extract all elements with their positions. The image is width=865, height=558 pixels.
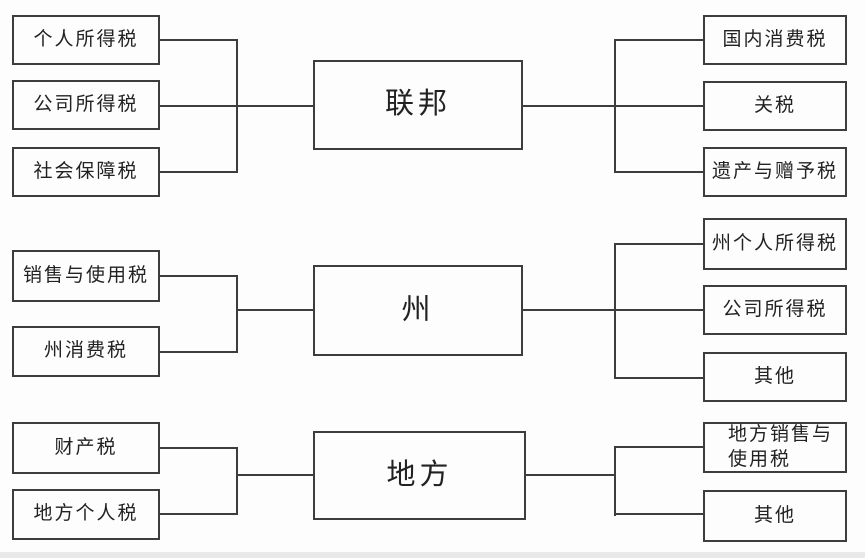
node-property-tax: 财产税: [12, 422, 160, 474]
connector-line: [614, 243, 703, 245]
connector-line: [160, 39, 237, 41]
node-state: 州: [313, 265, 523, 356]
connector-line: [160, 275, 237, 277]
connector-line: [236, 474, 313, 476]
connector-line: [160, 171, 237, 173]
node-state-personal-income-tax: 州个人所得税: [703, 218, 847, 270]
node-state-other: 其他: [703, 352, 847, 402]
node-customs-duty: 关税: [703, 81, 847, 131]
node-sales-use-tax: 销售与使用税: [12, 250, 160, 302]
connector-line: [160, 351, 237, 353]
node-federal: 联邦: [313, 60, 523, 150]
connector-line: [614, 243, 616, 379]
node-local-other: 其他: [703, 490, 847, 542]
connector-line: [236, 447, 238, 515]
node-corporate-income-tax: 公司所得税: [12, 80, 160, 130]
connector-line: [614, 39, 703, 41]
connector-line: [614, 446, 703, 448]
connector-line: [614, 39, 616, 173]
connector-line: [236, 275, 238, 353]
connector-line: [614, 377, 703, 379]
node-domestic-excise-tax: 国内消费税: [703, 15, 847, 65]
connector-line: [160, 513, 237, 515]
connector-line: [160, 447, 237, 449]
image-bottom-edge: [0, 552, 865, 558]
connector-line: [614, 446, 616, 516]
connector-line: [523, 105, 703, 107]
node-local-sales-use-tax: 地方销售与 使用税: [703, 422, 847, 473]
node-personal-income-tax: 个人所得税: [12, 15, 160, 65]
node-estate-gift-tax: 遗产与赠予税: [703, 147, 847, 197]
connector-line: [614, 513, 703, 515]
node-state-corporate-income-tax: 公司所得税: [703, 285, 847, 335]
connector-line: [614, 171, 703, 173]
node-local-personal-tax: 地方个人税: [12, 489, 160, 540]
node-local: 地方: [313, 431, 526, 520]
node-state-excise-tax: 州消费税: [12, 326, 160, 377]
connector-line: [236, 39, 238, 173]
connector-line: [523, 309, 703, 311]
connector-line: [236, 309, 313, 311]
connector-line: [526, 474, 615, 476]
node-social-security-tax: 社会保障税: [12, 147, 160, 197]
